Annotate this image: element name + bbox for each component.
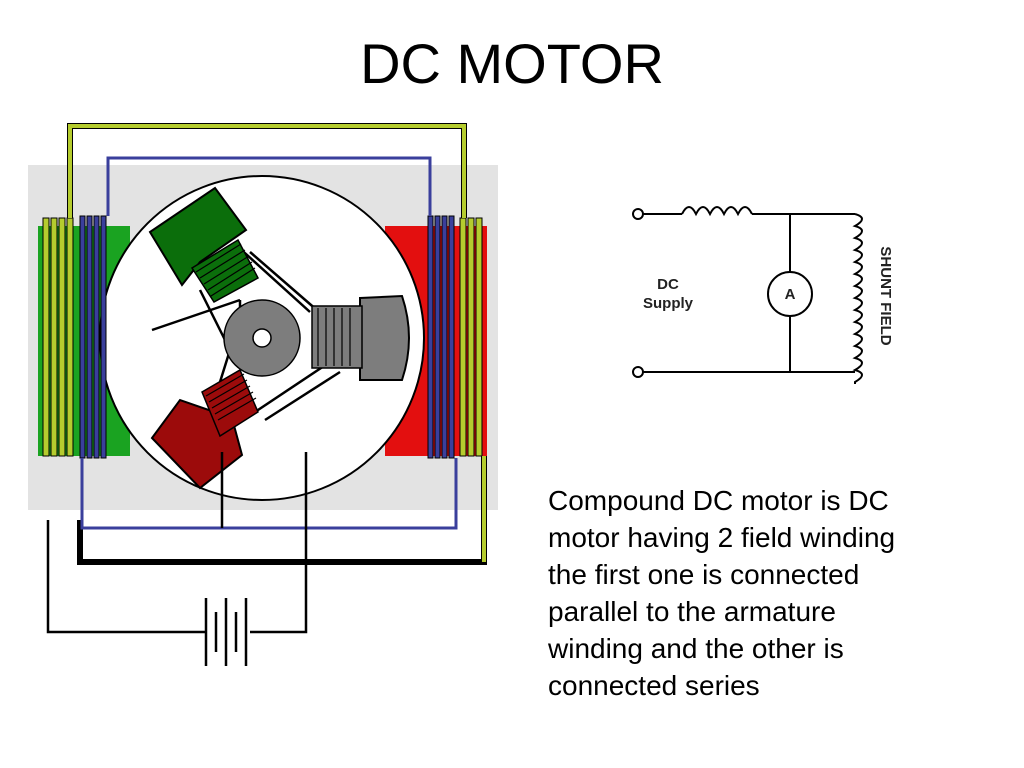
supply-terminal-bottom	[632, 366, 644, 378]
shunt-field-coil	[852, 213, 863, 384]
supply-terminal-top	[632, 208, 644, 220]
description-line: winding and the other is	[548, 633, 844, 664]
dc-label-line1: DC	[657, 276, 679, 293]
armature-pole-grey	[311, 294, 410, 381]
shunt-field-label: SHUNT FIELD	[877, 246, 894, 345]
left-series-coil	[42, 217, 74, 457]
supply-wiring	[46, 452, 308, 634]
ammeter	[767, 271, 813, 317]
dc-label-line2: Supply	[643, 295, 694, 312]
description-line: the first one is connected	[548, 559, 860, 590]
armature-pole-red	[150, 368, 259, 490]
shunt-circuit-schematic: DC Supply A SHUNT FIELD	[632, 206, 894, 384]
slide-title: DC MOTOR	[360, 32, 664, 95]
compound-motor-illustration	[28, 123, 498, 666]
armature-pole-green	[148, 186, 260, 303]
left-shunt-coil	[79, 215, 107, 459]
description-text: Compound DC motor is DC motor having 2 f…	[548, 482, 988, 704]
battery-icon	[204, 598, 248, 666]
description-line: motor having 2 field winding	[548, 522, 896, 553]
right-shunt-coil	[427, 215, 455, 459]
description-line: connected series	[548, 670, 760, 701]
right-series-coil	[459, 217, 483, 457]
shaft	[252, 328, 272, 348]
description-line: Compound DC motor is DC	[548, 485, 889, 516]
shunt-field-wire	[80, 156, 458, 530]
series-inductor	[681, 206, 753, 217]
description-line: parallel to the armature	[548, 596, 836, 627]
ammeter-label: A	[785, 286, 796, 303]
